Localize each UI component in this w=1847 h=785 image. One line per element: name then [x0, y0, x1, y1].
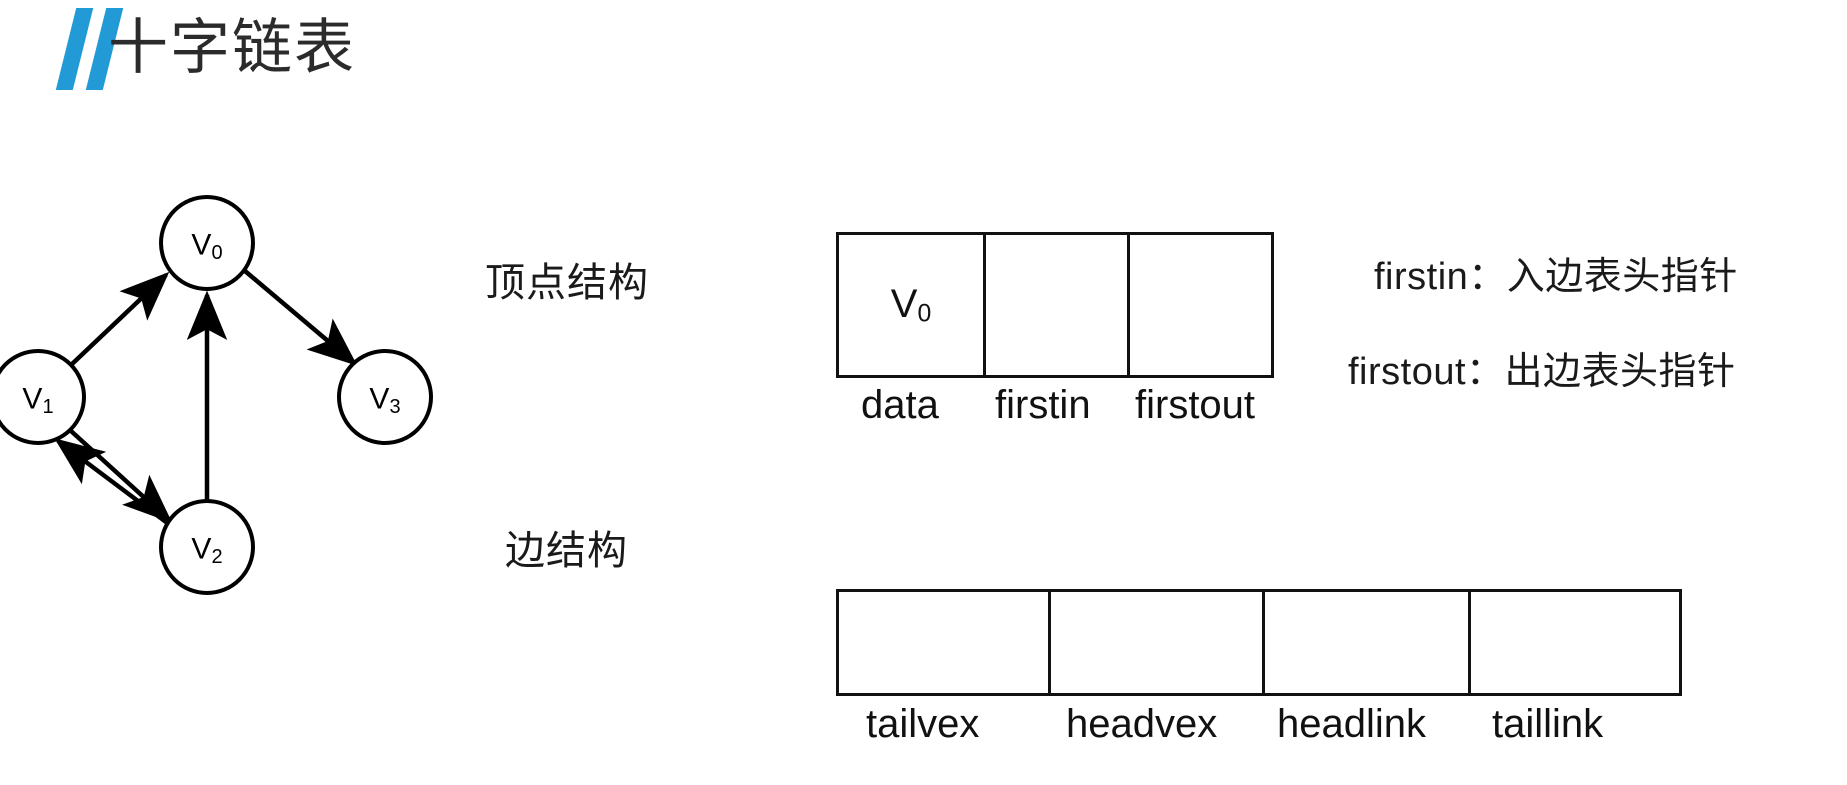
edge-cell-taillink[interactable]: [1471, 592, 1680, 693]
logo-bar-left: [55, 8, 94, 90]
graph-node-v3-label: V3: [369, 383, 400, 419]
page-title: 十字链表: [108, 14, 356, 81]
edge-structure-box: [836, 589, 1682, 696]
page-header: 十字链表: [0, 0, 1847, 120]
edge-caption-headvex: headvex: [1066, 702, 1218, 746]
legend-line-firstout: firstout：出边表头指针: [1348, 351, 1736, 393]
edge-caption-taillink: taillink: [1492, 702, 1604, 746]
edge-cell-tailvex[interactable]: [839, 592, 1052, 693]
graph-node-v3[interactable]: V3: [337, 349, 433, 445]
edge-caption-headlink: headlink: [1277, 702, 1427, 746]
vertex-caption-firstout: firstout: [1135, 383, 1256, 427]
legend-line-firstin: firstin：入边表头指针: [1374, 256, 1738, 298]
graph-node-v2[interactable]: V2: [159, 499, 255, 595]
vertex-cell-data-value: V0: [890, 281, 932, 328]
graph-edge-v2-v1: [54, 438, 188, 539]
vertex-caption-data: data: [861, 383, 939, 427]
graph-node-v0[interactable]: V0: [159, 195, 255, 291]
vertex-caption-firstin: firstin: [995, 383, 1091, 427]
graph-figure: V0 V1 V2 V3: [0, 165, 470, 635]
graph-node-v1[interactable]: V1: [0, 349, 86, 445]
graph-edge-v0-v3: [243, 269, 358, 366]
edge-cell-headlink[interactable]: [1265, 592, 1471, 693]
graph-canvas: V0 V1 V2 V3: [0, 195, 433, 595]
vertex-cell-data[interactable]: V0: [839, 235, 986, 375]
graph-edge-v1-v0: [69, 271, 170, 367]
vertex-structure-box: V0: [836, 232, 1274, 378]
graph-edge-v1-v2: [69, 429, 173, 524]
vertex-cell-firstout[interactable]: [1130, 235, 1271, 375]
vertex-cell-firstin[interactable]: [986, 235, 1130, 375]
edge-structure-label: 边结构: [505, 529, 628, 573]
vertex-structure-label: 顶点结构: [485, 261, 649, 305]
edge-cell-headvex[interactable]: [1051, 592, 1265, 693]
edge-caption-tailvex: tailvex: [866, 702, 980, 746]
